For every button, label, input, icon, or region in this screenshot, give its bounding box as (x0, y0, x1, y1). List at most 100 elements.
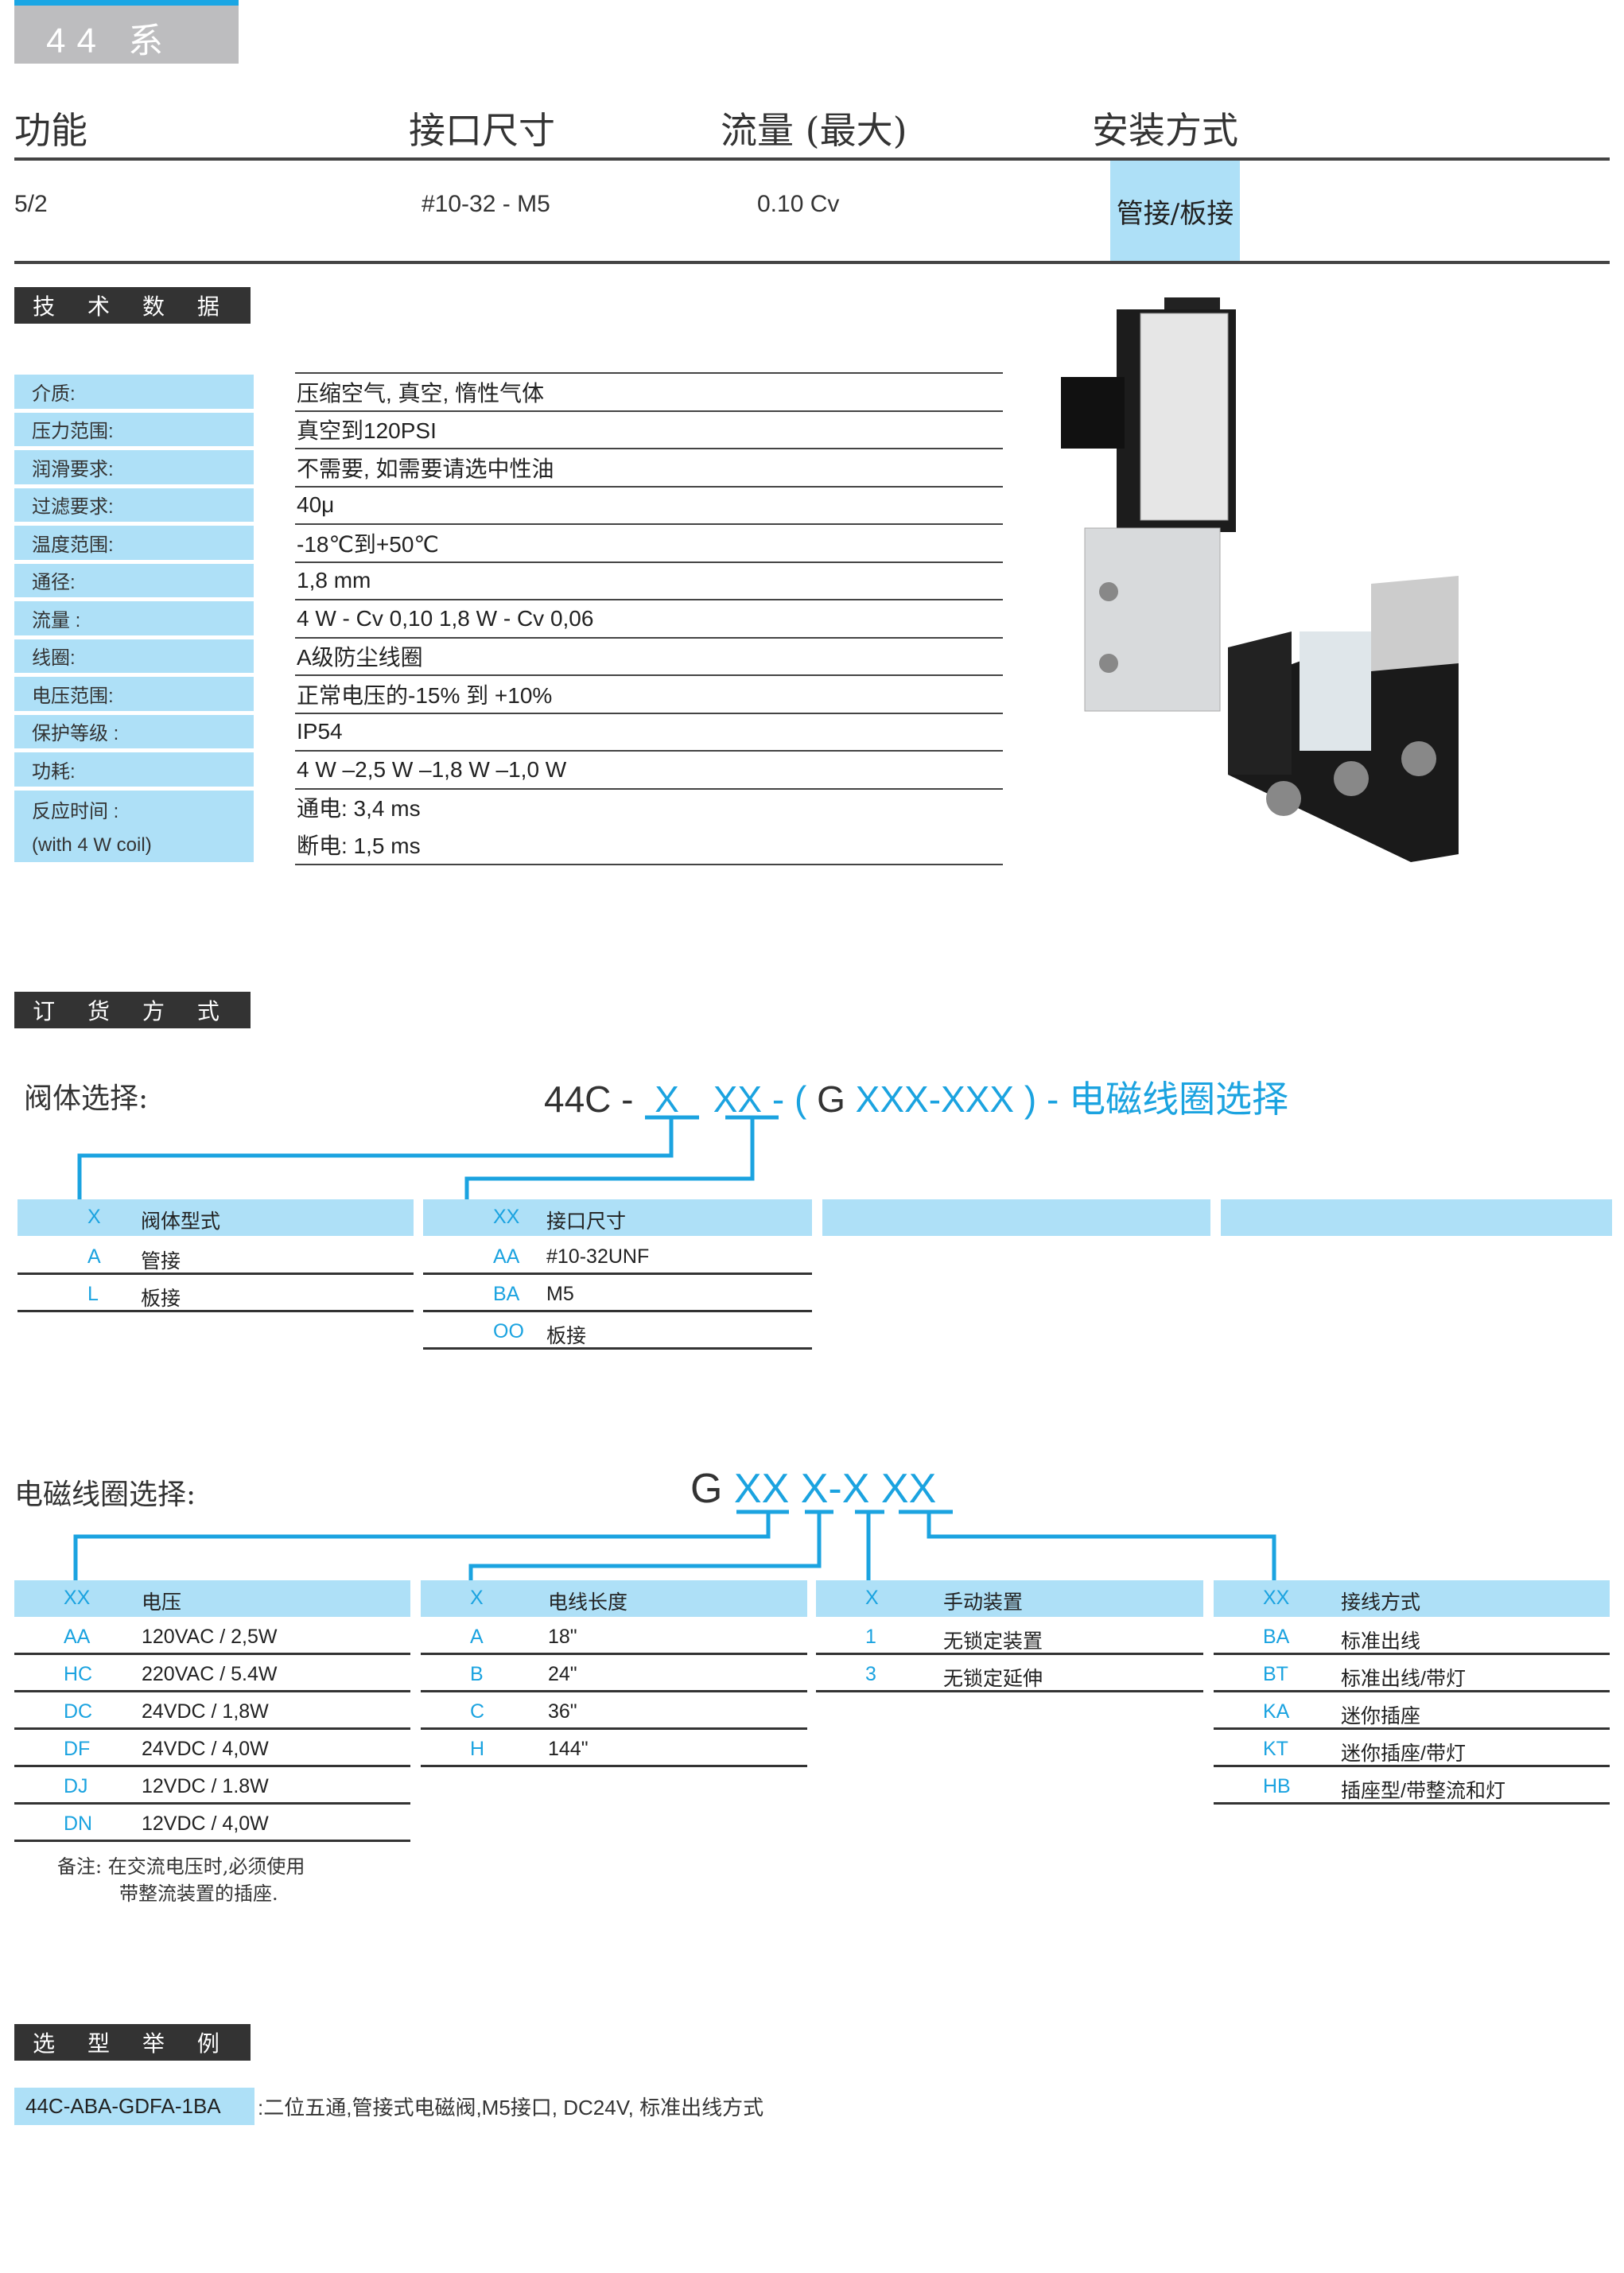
table-key-header: X (470, 1587, 484, 1609)
option-description: 24VDC / 4,0W (142, 1738, 269, 1760)
order-code-formula: 44C - X XX - ( G XXX-XXX ) - 电磁线圈选择 (544, 1070, 1288, 1123)
option-description: 18" (548, 1626, 577, 1648)
option-code: HB (1263, 1775, 1291, 1797)
option-code: A (87, 1245, 101, 1268)
spec-label: 功耗: (14, 752, 254, 787)
table-header-label: 接线方式 (1341, 1591, 1421, 1614)
option-code: DJ (64, 1775, 88, 1797)
option-description: 迷你插座 (1341, 1705, 1421, 1727)
spec-value: 断电: 1,5 ms (297, 833, 421, 858)
spec-label-group: 反应时间 :(with 4 W coil) (14, 790, 254, 862)
example-description: :二位五通,管接式电磁阀,M5接口, DC24V, 标准出线方式 (258, 2096, 764, 2120)
option-description: 插座型/带整流和灯 (1341, 1780, 1506, 1802)
table-row: 3 无锁定延伸 (816, 1655, 1203, 1692)
divider (14, 157, 1610, 161)
coil-formula-length: X (800, 1466, 829, 1512)
coil-selection-label: 电磁线圈选择: (14, 1478, 196, 1511)
table-row: C 36" (421, 1692, 807, 1730)
formula-coil-code: XXX-XXX (855, 1078, 1015, 1120)
option-code: B (470, 1663, 484, 1685)
formula-dash2: - (1046, 1078, 1059, 1120)
option-code: AA (493, 1245, 520, 1268)
spec-value: 40μ (295, 485, 1003, 524)
table-header-label: 阀体型式 (141, 1210, 221, 1233)
formula-close: ) (1024, 1078, 1037, 1120)
formula-xx: XX (713, 1078, 763, 1120)
table-row: DN 12VDC / 4,0W (14, 1805, 410, 1842)
header-function: 功能 (14, 109, 87, 152)
note-line-1: 备注: 在交流电压时,必须使用 (57, 1855, 305, 1878)
table-key-header: XX (1263, 1587, 1290, 1609)
section-ordering: 订 货 方 式 (14, 992, 251, 1028)
option-code: BA (1263, 1626, 1290, 1648)
option-description: 无锁定延伸 (943, 1668, 1043, 1690)
header-mounting: 安装方式 (1092, 109, 1238, 152)
note-line-2: 带整流装置的插座. (119, 1883, 278, 1905)
divider (14, 261, 1610, 264)
table-header-empty (822, 1199, 1210, 1236)
table-row: DF 24VDC / 4,0W (14, 1730, 410, 1767)
option-description: 120VAC / 2,5W (142, 1626, 278, 1648)
option-description: 无锁定装置 (943, 1630, 1043, 1653)
header-flow: 流量 (最大) (721, 109, 907, 152)
option-code: DC (64, 1700, 93, 1723)
spec-label: 过滤要求: (14, 488, 254, 522)
table-row: AA 120VAC / 2,5W (14, 1618, 410, 1655)
spec-label: 电压范围: (14, 677, 254, 711)
option-description: 144" (548, 1738, 589, 1760)
option-code: 1 (865, 1626, 876, 1648)
option-code: 3 (865, 1663, 876, 1685)
spec-label: 保护等级 : (14, 714, 254, 748)
flow-value: 0.10 Cv (757, 191, 840, 217)
spec-value: IP54 (295, 712, 1003, 751)
header-port-size: 接口尺寸 (409, 109, 555, 152)
option-code: DF (64, 1738, 91, 1760)
spec-label: 流量 : (14, 601, 254, 635)
option-description: 24" (548, 1663, 577, 1685)
spec-label: 压力范围: (14, 412, 254, 446)
spec-value: 4 W - Cv 0,10 1,8 W - Cv 0,06 (295, 599, 1003, 637)
formula-dash: - (771, 1078, 785, 1120)
option-description: M5 (546, 1283, 574, 1305)
option-code: L (87, 1283, 99, 1305)
option-code: C (470, 1700, 485, 1723)
formula-prefix: 44C - (544, 1078, 634, 1120)
option-code: OO (493, 1320, 524, 1342)
mounting-value: 管接/板接 (1110, 161, 1240, 261)
function-value: 5/2 (14, 191, 48, 217)
table-row: B 24" (421, 1655, 807, 1692)
spec-value: A级防尘线圈 (295, 636, 1003, 675)
option-description: 36" (548, 1700, 577, 1723)
option-description: 板接 (141, 1288, 181, 1310)
table-row: HB 插座型/带整流和灯 (1214, 1767, 1610, 1805)
option-code: A (470, 1626, 484, 1648)
spec-value: 真空到120PSI (295, 410, 1003, 449)
table-row: AA #10-32UNF (423, 1238, 812, 1275)
table-header-label: 电线长度 (548, 1591, 628, 1614)
table-row: A 18" (421, 1618, 807, 1655)
coil-formula-dash: - (828, 1466, 842, 1512)
section-example: 选 型 举 例 (14, 2024, 251, 2061)
spec-value: 正常电压的-15% 到 +10% (295, 674, 1003, 713)
option-code: DN (64, 1813, 93, 1835)
option-description: #10-32UNF (546, 1245, 650, 1268)
coil-formula-connection: XX (880, 1466, 937, 1512)
coil-formula-g: G (690, 1466, 723, 1512)
table-header-label: 手动装置 (943, 1591, 1024, 1614)
example-code: 44C-ABA-GDFA-1BA (14, 2088, 254, 2125)
option-code: KT (1263, 1738, 1288, 1760)
option-code: AA (64, 1626, 91, 1648)
option-description: 12VDC / 4,0W (142, 1813, 269, 1835)
spec-label: 介质: (14, 375, 254, 409)
spec-label: 温度范围: (14, 526, 254, 560)
body-selection-label: 阀体选择: (24, 1082, 149, 1115)
